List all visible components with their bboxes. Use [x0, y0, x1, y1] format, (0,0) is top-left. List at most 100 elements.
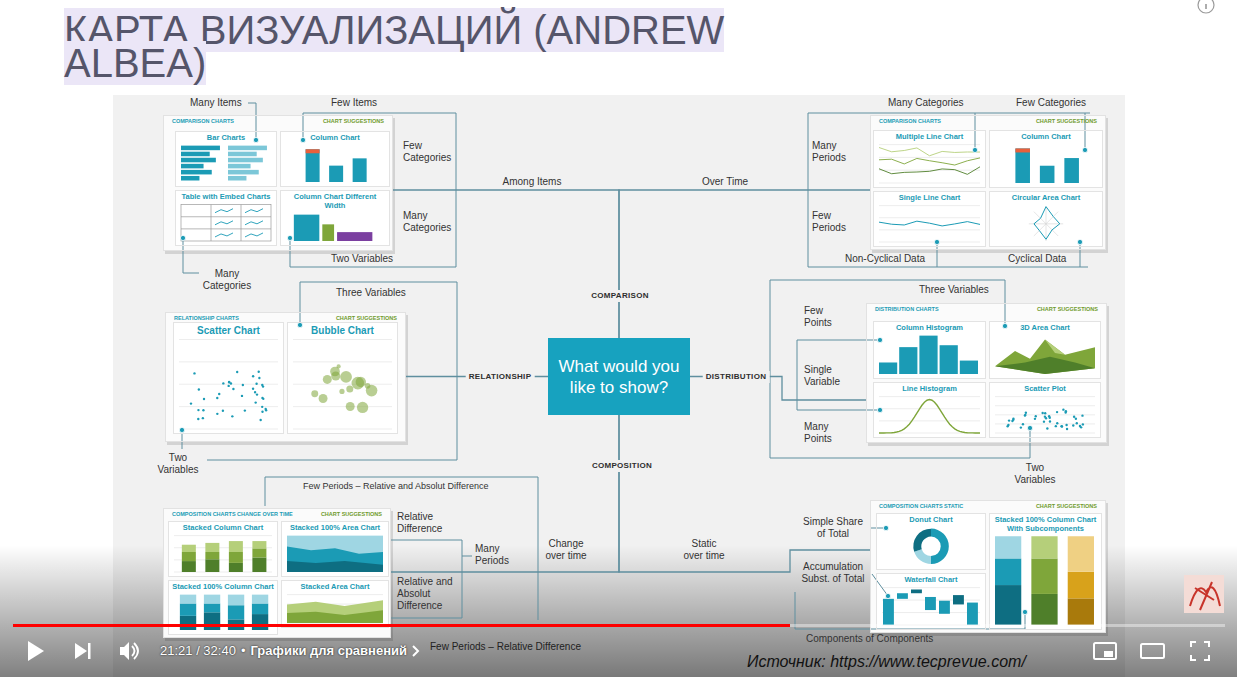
leader-line	[937, 242, 938, 267]
chart-dot	[1066, 428, 1068, 430]
chart-mark	[322, 224, 334, 241]
grid-line	[879, 396, 980, 397]
chart-line	[1029, 223, 1046, 224]
chart-mark	[1040, 166, 1055, 183]
info-icon	[1198, 0, 1214, 13]
chart-dot	[346, 385, 353, 392]
leader-line	[391, 540, 462, 618]
avatar-ground	[1184, 575, 1224, 613]
grid-line	[293, 361, 392, 362]
chart-dot	[216, 413, 218, 415]
leader-line	[975, 113, 976, 150]
annotation: Accumulation Subst. of Total	[796, 561, 870, 585]
grid-line	[879, 229, 980, 230]
leader-dot	[297, 322, 302, 327]
chart-line	[241, 205, 242, 241]
chart-dot	[1048, 415, 1050, 417]
volume-icon	[120, 642, 129, 660]
theater-icon	[1141, 644, 1164, 658]
chart-line	[1034, 207, 1060, 240]
leader-dot	[1082, 147, 1087, 152]
chart-dot	[1022, 423, 1024, 425]
annotation: Many Points	[804, 421, 844, 445]
grid-line	[879, 183, 980, 184]
miniplayer-inset	[1104, 651, 1113, 657]
leader-dot	[934, 239, 939, 244]
thumbnail	[879, 397, 980, 433]
info-stem	[1205, 4, 1207, 9]
chart-mark	[1068, 536, 1094, 572]
chart-mark	[205, 559, 219, 572]
chart-dot	[1024, 414, 1026, 416]
chart-mark	[229, 563, 243, 572]
chart-dot	[231, 415, 233, 417]
chart-mark	[181, 176, 199, 181]
chart-dot	[262, 398, 264, 400]
panel-ground	[165, 312, 406, 442]
chart-line	[879, 158, 980, 165]
chart-mark	[899, 347, 917, 374]
chart-line	[245, 221, 263, 225]
grid-line	[995, 423, 1095, 424]
chart-dot	[1079, 425, 1081, 427]
chart-card: Single Line Chart	[873, 191, 986, 247]
card-ground	[989, 130, 1103, 188]
chart-mark	[252, 541, 266, 548]
chart-dot	[1061, 425, 1063, 427]
thumbnail	[879, 145, 980, 183]
chart-mark	[940, 345, 958, 374]
chart-mark	[205, 543, 219, 552]
chart-dot	[1056, 422, 1058, 424]
chart-name: Circular Area Chart	[993, 194, 1099, 203]
chart-dot	[1082, 423, 1084, 425]
panel-heading: CHART SUGGESTIONS	[321, 511, 382, 518]
leader-dot	[877, 337, 882, 342]
chart-dot	[1025, 412, 1027, 414]
chart-card: Multiple Line Chart	[873, 130, 986, 188]
chart-panel: DISTRIBUTION CHARTSCHART SUGGESTIONSColu…	[866, 303, 1107, 443]
chart-line	[287, 561, 383, 572]
chart-dot	[202, 417, 204, 419]
chart-mark	[287, 536, 383, 572]
chart-line	[1046, 207, 1047, 224]
leader-dot	[1002, 323, 1007, 328]
chart-mark	[1068, 572, 1094, 599]
chart-dot	[254, 401, 256, 403]
leader-dot	[1077, 239, 1082, 244]
thumbnail	[995, 536, 1094, 625]
chart-mark	[205, 552, 219, 559]
chart-dot	[340, 371, 352, 383]
thumbnail	[913, 529, 949, 564]
chart-dot	[259, 419, 261, 421]
annotation: Non-Cyclical Data	[845, 253, 925, 265]
chart-card: 3D Area Chart	[989, 321, 1101, 379]
miniplayer-frame	[1094, 643, 1116, 659]
annotation: Many Categories	[888, 97, 964, 109]
grid-line	[879, 157, 980, 158]
chart-dot	[258, 371, 260, 373]
chart-dot	[261, 384, 263, 386]
chart-name: Column Chart	[993, 133, 1099, 142]
chart-card: Donut Chart	[876, 513, 986, 570]
chart-dot	[197, 418, 199, 420]
chart-dot	[232, 388, 234, 390]
connector	[391, 415, 619, 572]
thumbnail	[181, 205, 271, 241]
fullscreen-icon	[1191, 642, 1209, 660]
chart-panel: COMPOSITION CHARTS CHANGE OVER TIMECHART…	[163, 508, 391, 638]
chart-dot	[1041, 412, 1043, 414]
chart-line	[287, 600, 383, 623]
chart-name: Bar Charts	[179, 134, 273, 143]
chart-mark	[229, 552, 243, 563]
chart-dot	[319, 394, 328, 403]
chart-name: Stacked Area Chart	[285, 583, 385, 592]
avatar-figure	[1190, 582, 1220, 610]
chart-mark	[180, 616, 196, 630]
chart-mark	[228, 605, 244, 619]
chart-mark	[1015, 148, 1030, 183]
annotation: Few Items	[331, 97, 377, 109]
card-ground	[873, 130, 986, 188]
play-icon	[28, 641, 44, 661]
chart-dot	[228, 381, 230, 383]
panel-shadow	[872, 118, 1108, 253]
